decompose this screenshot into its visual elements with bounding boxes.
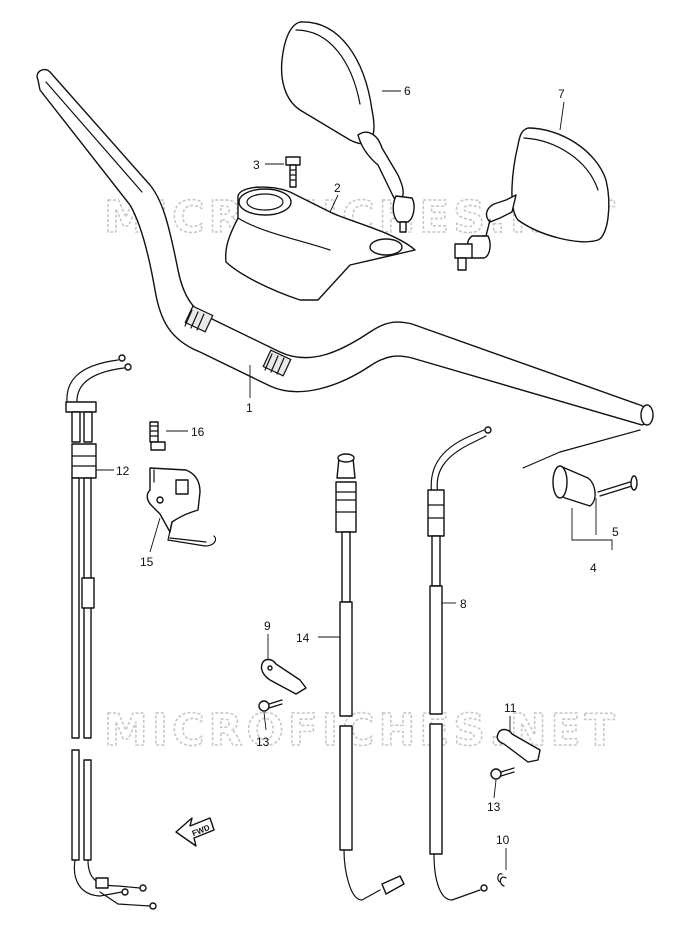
callout-4: 4	[590, 561, 597, 575]
watermark-bottom: MICROFICHES.NET	[104, 705, 619, 756]
balancer-screw-part-5[interactable]	[597, 475, 638, 497]
forward-direction-arrow: FWD	[175, 817, 215, 847]
callout-13-lower: 13	[487, 800, 501, 814]
screw-part-13-lower[interactable]	[490, 767, 515, 780]
throttle-cable-part-12[interactable]	[65, 354, 157, 910]
bracket-part-15[interactable]	[146, 467, 217, 547]
clamp-part-9[interactable]	[260, 658, 307, 695]
handlebar-part-1[interactable]	[36, 68, 654, 426]
cable-part-8[interactable]	[427, 426, 492, 901]
callout-12: 12	[116, 464, 130, 478]
screw-part-13-upper[interactable]	[258, 699, 283, 712]
balancer-weight-part-4[interactable]	[522, 429, 641, 507]
handlebar-holder-part-2[interactable]	[224, 186, 416, 301]
callout-7: 7	[558, 87, 565, 101]
callout-13-upper: 13	[256, 735, 270, 749]
clip-part-10[interactable]	[497, 873, 507, 887]
callout-10: 10	[496, 833, 510, 847]
callout-9: 9	[264, 619, 271, 633]
leader-lines	[96, 90, 613, 870]
left-mirror-part-6[interactable]	[280, 21, 415, 233]
clutch-cable-part-14[interactable]	[335, 453, 405, 901]
callout-15: 15	[140, 555, 154, 569]
bolt-part-3[interactable]	[285, 156, 301, 188]
bolt-part-16[interactable]	[149, 421, 166, 451]
right-mirror-part-7[interactable]	[454, 127, 610, 271]
callout-14: 14	[296, 631, 310, 645]
callout-3: 3	[253, 158, 260, 172]
callout-8: 8	[460, 597, 467, 611]
callout-5: 5	[612, 525, 619, 539]
callout-16: 16	[191, 425, 205, 439]
callout-labels: 1 2 3 4 5 6 7 8 9 10 11 12 13 13 14 15 1…	[116, 84, 619, 847]
clamp-part-11[interactable]	[496, 728, 541, 763]
callout-1: 1	[246, 401, 253, 415]
callout-11: 11	[504, 701, 517, 715]
callout-2: 2	[334, 181, 341, 195]
callout-6: 6	[404, 84, 411, 98]
